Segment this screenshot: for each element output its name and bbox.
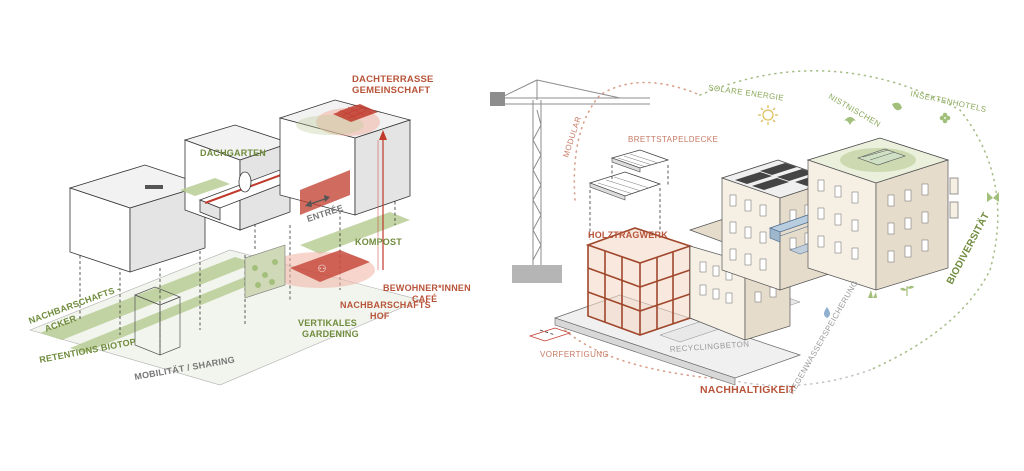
label-vertikales: VERTIKALES [298,318,357,328]
right-isometric-diagram: MODULAR BRETTSTAPELDECKE HOLZTRAGWERK VO… [490,70,999,396]
balcony [949,201,959,219]
construction-crane [490,79,650,283]
label-insektenhotels: INSEKTENHOTELS [910,89,988,114]
grass-icon [868,290,877,298]
label-nachhaltigkeit: NACHHALTIGKEIT [700,384,796,396]
label-holztragwerk: HOLZTRAGWERK [588,230,668,240]
building-tall-right [806,137,959,291]
sun-icon [758,105,778,125]
vertical-gardening-wall [244,244,286,299]
flower-icon [939,112,951,124]
label-cafe: CAFÉ [412,294,437,304]
timber-frame-structure [585,227,693,336]
bird-icon [844,117,856,125]
cafe-icon: ⚇ [318,264,327,275]
left-isometric-diagram: ⚇ DACHTERRASSE GEMEINSCHAFT DACHGARTEN E… [27,74,471,386]
balcony [949,177,959,195]
water-drop-icon [824,307,830,318]
cycle-icons [758,102,999,318]
retentions-biotop-strip [70,275,262,353]
label-bewohner: BEWOHNER*INNEN [383,283,471,293]
floating-modules [588,149,670,240]
nachbarschafts-acker-strip [40,257,255,340]
label-dachterrasse: DACHTERRASSE [352,74,434,85]
label-hof: HOF [370,311,390,321]
prefab-element [528,327,572,342]
dachgarten-green-roof [180,178,230,196]
vertical-access-arrowhead [379,130,387,140]
mobility-pavilion [134,286,181,356]
label-modular: MODULAR [561,115,583,158]
plant-icon [900,285,914,296]
butterfly-icon [987,192,999,202]
label-gemeinschaft: GEMEINSCHAFT [352,85,430,96]
leaf-icon [892,102,902,111]
roof-terrace-deck [333,104,378,122]
label-brettstapeldecke: BRETTSTAPELDECKE [628,135,718,144]
label-biodiversitaet: BIODIVERSITÄT [943,210,992,287]
label-nachbarschafts-hof: NACHBARSCHAFTS [340,300,431,310]
cafe-core: ⚇ [265,170,375,288]
label-vorfertigung: VORFERTIGUNG [540,350,609,359]
label-kompost: KOMPOST [355,237,402,247]
label-nistnischen: NISTNISCHEN [827,92,882,129]
rooftop-greenhouse [857,148,906,166]
label-solare-energie: SOLARE ENERGIE [708,83,785,103]
entree-arrow [305,195,330,207]
label-regenwasserspeicherung: REGENWASSERSPEICHERUNG [787,279,860,396]
tall-building-windows [817,179,929,263]
label-gardening: GARDENING [302,329,359,339]
building-block-middle [180,124,292,231]
sustainability-cycle-arcs [564,70,999,387]
label-dachgarten: DACHGARTEN [200,148,266,158]
